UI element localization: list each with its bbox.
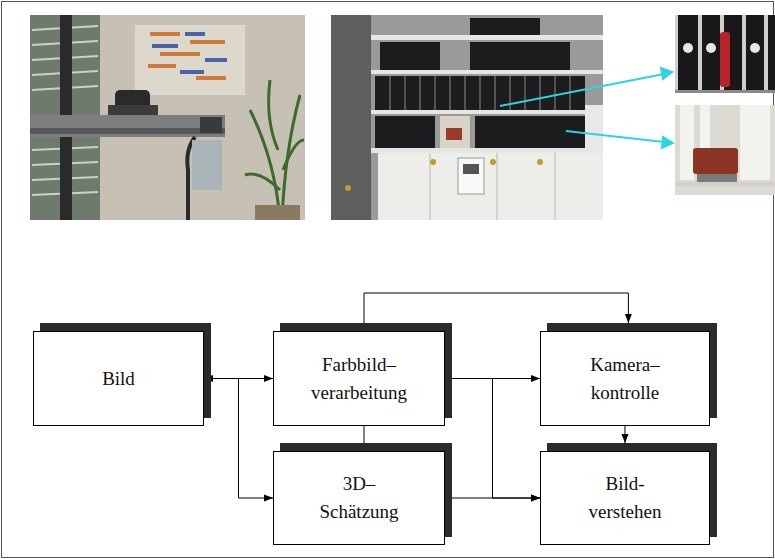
flow-arrow xyxy=(445,495,540,502)
arrow-head xyxy=(622,434,629,443)
arrow-head xyxy=(531,495,540,502)
process-box: Farbbild– verarbeitung xyxy=(273,331,445,426)
flow-arrow xyxy=(622,426,629,443)
connector-line xyxy=(445,379,540,499)
process-box: 3D– Schätzung xyxy=(273,451,445,545)
arrow-head xyxy=(531,495,540,502)
box-label: 3D– Schätzung xyxy=(309,470,409,525)
flow-arrow xyxy=(204,379,273,502)
connector-line xyxy=(204,379,273,499)
box-label: Kamera– kontrolle xyxy=(575,351,675,406)
box-label: Bild- verstehen xyxy=(575,470,675,525)
arrow-head xyxy=(204,375,213,382)
arrow-head xyxy=(264,495,273,502)
process-box: Bild- verstehen xyxy=(540,451,710,545)
arrow-head xyxy=(625,314,632,323)
image-box: Bild xyxy=(33,331,204,426)
connector-line xyxy=(445,498,540,499)
box-label: Farbbild– verarbeitung xyxy=(299,351,419,406)
control-box: Kamera– kontrolle xyxy=(540,331,710,426)
flow-arrow xyxy=(445,379,540,502)
box-label: Bild xyxy=(102,365,135,393)
